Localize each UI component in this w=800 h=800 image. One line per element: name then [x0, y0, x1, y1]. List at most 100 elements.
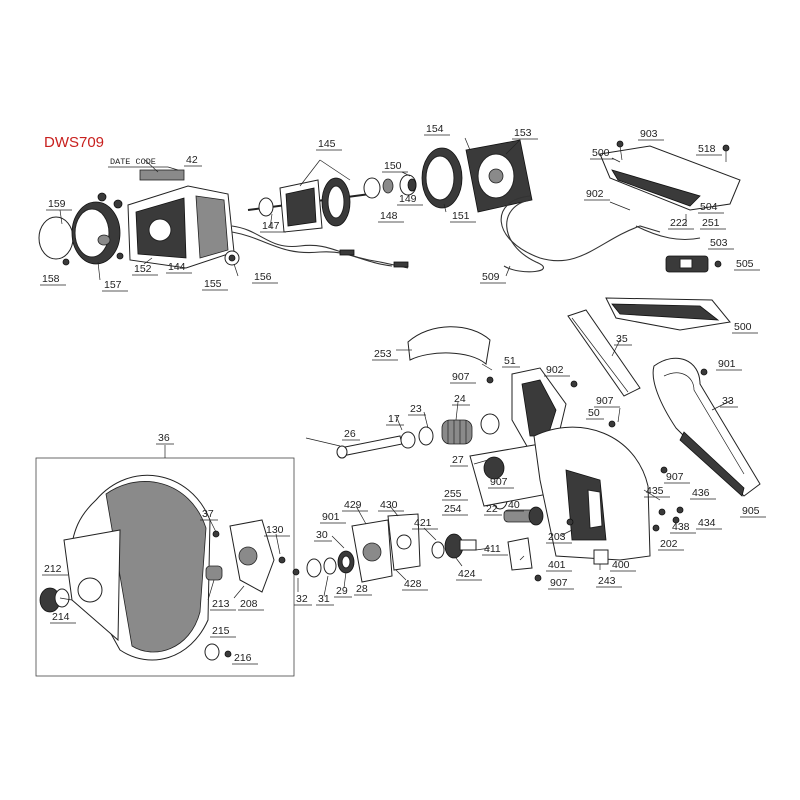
brush-spring-part	[97, 192, 107, 202]
part-label: 148	[380, 210, 398, 222]
part-label: 428	[404, 578, 422, 590]
part-label: 434	[698, 517, 716, 529]
part-label: 435	[646, 485, 664, 497]
part-label: 436	[692, 487, 710, 499]
spindle-plate-part	[387, 513, 421, 571]
part-label: 430	[380, 499, 398, 511]
part-label: 147	[262, 220, 280, 232]
fan-baffle-part	[421, 147, 463, 209]
gear-housing-part	[469, 443, 549, 507]
part-label: 130	[266, 524, 284, 536]
part-label: 159	[48, 198, 66, 210]
part-label: 421	[414, 517, 432, 529]
part-label: 518	[698, 143, 716, 155]
part-label: 152	[134, 263, 152, 275]
armature-part	[247, 177, 371, 233]
part-label: 222	[670, 217, 688, 229]
part-label: 504	[700, 201, 718, 213]
part-label: 254	[444, 503, 462, 515]
part-label: 144	[168, 261, 186, 273]
date-code-caption: DATE CODE	[110, 157, 156, 167]
part-label: 36	[158, 432, 170, 444]
part-label: 155	[204, 278, 222, 290]
roller-part	[205, 565, 223, 581]
part-label: 158	[42, 273, 60, 285]
part-label: 32	[296, 593, 308, 605]
part-label: 255	[444, 488, 462, 500]
blade-guard-part	[63, 474, 211, 661]
part-label: 28	[356, 583, 368, 595]
part-label: 153	[514, 127, 532, 139]
part-label: 42	[186, 154, 198, 166]
part-label: 24	[454, 393, 466, 405]
part-label: 500	[734, 321, 752, 333]
upper-arm-part	[511, 367, 567, 449]
part-label: 22	[486, 503, 498, 515]
washer-part	[363, 177, 381, 199]
part-label: 203	[548, 531, 566, 543]
part-label: 35	[616, 333, 628, 345]
part-label: 50	[588, 407, 600, 419]
part-label: 156	[254, 271, 272, 283]
bushing-part	[204, 643, 220, 661]
part-label: 243	[598, 575, 616, 587]
part-label: 37	[202, 508, 214, 520]
part-label: 212	[44, 563, 62, 575]
part-label: 151	[452, 210, 470, 222]
part-label: 215	[212, 625, 230, 637]
part-label: 30	[316, 529, 328, 541]
guard-linkage-part	[229, 519, 275, 593]
part-label: 500	[592, 147, 610, 159]
gear-case-part	[465, 139, 533, 213]
side-cover-part	[652, 357, 761, 497]
part-label: 400	[612, 559, 630, 571]
part-label: 208	[240, 598, 258, 610]
spindle-gear-part	[431, 533, 477, 559]
spindle-washer-part	[306, 558, 322, 578]
brush-holder-knob-part	[71, 201, 121, 265]
motor-housing-part	[127, 185, 235, 269]
part-label: 23	[410, 403, 422, 415]
part-label: 505	[736, 258, 754, 270]
part-label: 429	[344, 499, 362, 511]
part-label: 214	[52, 611, 70, 623]
switch-wire	[635, 225, 701, 241]
part-label: 251	[702, 217, 720, 229]
part-label: 438	[672, 521, 690, 533]
part-label: 40	[508, 499, 520, 511]
handle-cover-part	[599, 145, 741, 211]
part-label: 216	[234, 652, 252, 664]
part-label: 901	[718, 358, 736, 370]
part-label: 907	[666, 471, 684, 483]
part-label: 150	[384, 160, 402, 172]
part-label: 202	[660, 538, 678, 550]
part-label: 253	[374, 348, 392, 360]
part-label: 907	[452, 371, 470, 383]
part-label: 902	[546, 364, 564, 376]
part-label: 903	[640, 128, 658, 140]
part-label: 411	[484, 543, 501, 555]
part-label: 907	[490, 476, 508, 488]
part-label: 401	[548, 559, 566, 571]
part-label: 907	[550, 577, 568, 589]
handle-body-part	[605, 297, 731, 331]
lower-guard-part	[533, 426, 651, 561]
part-label: 902	[586, 188, 604, 200]
model-title: DWS709	[44, 134, 104, 151]
part-label: 17	[388, 413, 400, 425]
part-label: 149	[399, 193, 417, 205]
end-cap-part	[38, 216, 74, 260]
part-label: 33	[722, 395, 734, 407]
part-label: 157	[104, 279, 122, 291]
power-cord-part	[500, 195, 661, 262]
part-label: 213	[212, 598, 230, 610]
part-number-labels: 42 145 154 153 903 518 500 159 150 147 1…	[40, 123, 766, 665]
motor-lead-wire	[231, 225, 409, 269]
part-label: 901	[322, 511, 340, 523]
pivot-shaft-part	[336, 435, 403, 459]
part-label: 424	[458, 568, 476, 580]
part-label: 29	[336, 585, 348, 597]
part-label: 509	[482, 271, 500, 283]
